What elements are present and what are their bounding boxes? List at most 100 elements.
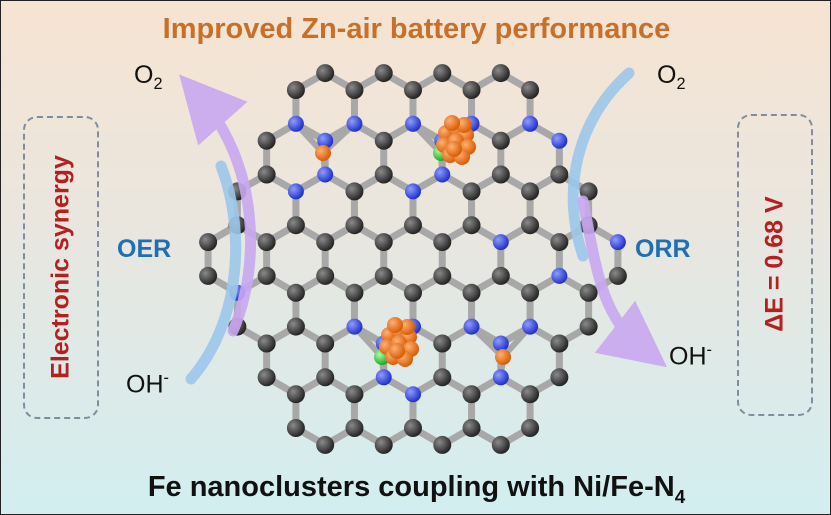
carbon-atom [521,419,540,437]
carbon-atom [521,385,540,404]
nitrogen-atom [346,115,363,132]
delta-e-box [737,114,813,416]
carbon-atom [550,233,569,252]
fe-nanoclusters [379,115,476,367]
carbon-atom [491,64,510,83]
fe-nanocluster [379,317,419,367]
nitrogen-atom [375,369,392,386]
nitrogen-atom [463,318,480,335]
nitrogen-atom [346,318,363,335]
carbon-atom [345,419,364,437]
carbon-atom [462,283,481,302]
nitrogen-atom [492,369,509,386]
carbon-atom [550,334,569,353]
carbon-atom [550,165,569,184]
carbon-atom [316,435,335,454]
carbon-atom [462,419,481,437]
carbon-atom [374,165,393,184]
carbon-atom [579,317,598,336]
carbon-atom [345,182,364,201]
caption: Fe nanoclusters coupling with Ni/Fe-N4 [147,471,686,507]
nitrogen-atom [522,318,539,335]
nitrogen-atom [551,132,568,149]
carbon-atom [316,368,335,387]
carbon-atom [579,283,598,302]
nitrogen-atom [287,183,304,200]
fe-cluster-atom [387,317,403,333]
carbon-atom [521,182,540,201]
carbon-atom [374,435,393,454]
carbon-atom [491,266,510,285]
carbon-atom [316,334,335,353]
oer-label: OER [117,235,172,263]
fe-single-atom [315,145,331,161]
electronic-synergy-box [23,116,99,419]
nitrogen-atom [522,115,539,132]
carbon-atom [286,317,305,336]
carbon-atom [491,165,510,184]
carbon-atom [433,266,452,285]
carbon-atom [257,233,276,252]
nitrogen-atom [405,183,421,200]
carbon-atom [199,233,218,252]
nitrogen-atom [317,166,334,183]
fe-cluster-atom [446,141,462,157]
carbon-atom [433,64,452,83]
left-oh-label: OH- [126,369,169,399]
carbon-atom [433,435,452,454]
carbon-atom [404,283,422,302]
nitrogen-atom [492,234,509,251]
fe-cluster-atom [389,343,405,359]
carbon-atom [286,385,305,404]
carbon-atom [345,283,364,302]
fe-single-atom [495,349,511,365]
oer-arrow-blue [185,160,242,385]
carbon-atom [521,81,540,99]
carbon-atom [403,419,422,437]
carbon-atom [433,233,452,252]
carbon-atom [316,233,335,252]
title: Improved Zn-air battery performance [162,13,671,45]
fe-cluster-atom [399,319,415,335]
nitrogen-atom [404,115,421,132]
carbon-atom [491,435,510,454]
carbon-atom [257,165,276,184]
right-oh-label: OH- [669,341,712,371]
fe-cluster-atom [444,115,460,131]
carbon-atom [257,266,276,285]
carbon-atom [286,216,305,235]
carbon-atom [462,81,481,99]
right-o2-label: O2 [657,61,686,93]
carbon-atom [550,368,569,387]
nitrogen-atom [492,335,509,352]
carbon-atom [257,334,276,353]
nitrogen-atom [551,267,568,284]
carbon-atom [403,216,422,235]
carbon-atom [286,81,305,99]
nitrogen-atom [287,115,304,132]
carbon-atom [374,131,393,150]
carbon-atom [316,64,335,83]
carbon-atom [257,131,276,150]
carbon-atom [374,266,393,285]
carbon-atom [345,216,364,235]
carbon-atom [345,385,364,404]
electronic-synergy-label: Electronic synergy [46,155,75,379]
carbon-atom [286,283,305,302]
carbon-atom [433,368,452,387]
nitrogen-atom [434,166,451,183]
left-o2-label: O2 [134,61,163,93]
carbon-atom [462,182,481,201]
delta-e-label: ΔE = 0.68 V [760,196,789,332]
orr-arrow-purple [577,195,668,368]
fe-nanocluster [436,115,476,165]
orr-label: ORR [635,235,691,263]
carbon-atom [404,81,422,99]
fe-cluster-atom [456,117,472,133]
carbon-atom [462,216,481,235]
carbon-atom [521,283,540,302]
oer-arrow-purple [179,74,256,337]
carbon-atom [433,334,452,353]
